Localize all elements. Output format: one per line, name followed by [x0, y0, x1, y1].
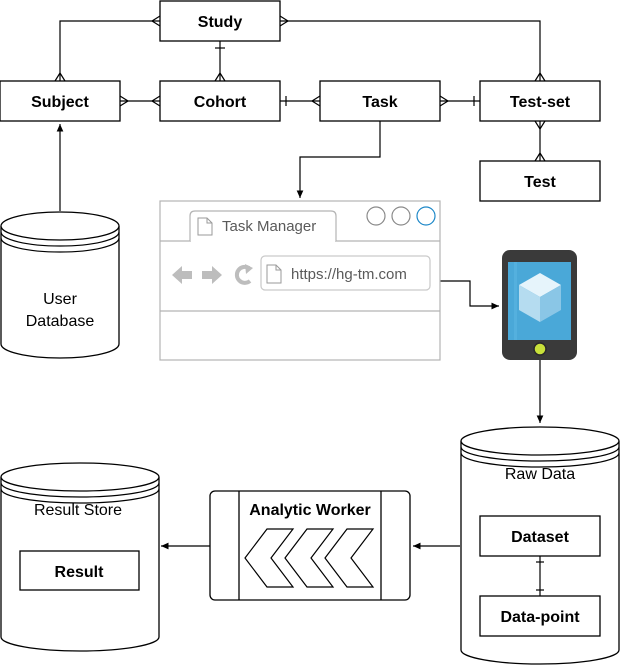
browser-tab-title: Task Manager — [222, 218, 316, 235]
entity-subject-label: Subject — [31, 94, 89, 111]
raw-data-label: Raw Data — [505, 466, 575, 483]
entity-cohort-label: Cohort — [194, 94, 247, 111]
analytic-worker-label: Analytic Worker — [249, 502, 371, 519]
arrow-browser-phone — [440, 280, 499, 310]
window-control-1[interactable] — [366, 206, 386, 226]
entity-subject[interactable]: Subject — [0, 80, 121, 122]
entity-task-label: Task — [362, 94, 397, 111]
entity-cohort[interactable]: Cohort — [159, 80, 281, 122]
forward-arrow-icon[interactable] — [202, 266, 222, 284]
result-box[interactable]: Result — [19, 550, 140, 591]
result-label: Result — [55, 564, 105, 581]
browser-window[interactable]: Task Manager https://hg-tm.com — [159, 200, 441, 361]
window-control-3[interactable] — [416, 206, 436, 226]
user-database-label-line2: Database — [26, 313, 95, 330]
entity-test-set-label: Test-set — [510, 94, 571, 111]
back-arrow-icon[interactable] — [172, 266, 192, 284]
edge-study-testset — [280, 20, 541, 81]
arrow-task-browser — [296, 121, 381, 198]
entity-study-label: Study — [198, 14, 243, 31]
entity-test-set[interactable]: Test-set — [479, 80, 601, 122]
dataset-box[interactable]: Dataset — [479, 515, 601, 557]
flow-arrows — [56, 121, 544, 550]
er-relationships — [54, 15, 546, 162]
tab-page-icon — [197, 217, 213, 236]
result-store-label: Result Store — [34, 502, 122, 519]
reload-icon[interactable] — [234, 264, 253, 285]
chevrons-left-icon — [244, 528, 375, 588]
cube-app-icon — [519, 273, 561, 322]
browser-tab[interactable] — [189, 210, 337, 241]
entity-task[interactable]: Task — [319, 80, 441, 122]
data-point-label: Data-point — [500, 609, 580, 626]
dataset-label: Dataset — [511, 529, 569, 546]
entity-test-label: Test — [524, 174, 556, 191]
entity-study[interactable]: Study — [159, 0, 281, 42]
user-database-label-line1: User — [43, 291, 77, 308]
page-icon — [266, 264, 282, 284]
data-point-box[interactable]: Data-point — [479, 595, 601, 637]
edge-study-subject — [59, 20, 160, 81]
phone-home-button[interactable] — [533, 342, 547, 356]
entity-test[interactable]: Test — [479, 160, 601, 202]
phone-device[interactable] — [502, 250, 577, 360]
user-database-store[interactable]: User Database — [0, 211, 120, 359]
address-url: https://hg-tm.com — [291, 266, 407, 283]
window-control-2[interactable] — [391, 206, 411, 226]
analytic-worker[interactable]: Analytic Worker — [209, 490, 411, 601]
address-bar[interactable] — [260, 255, 431, 291]
